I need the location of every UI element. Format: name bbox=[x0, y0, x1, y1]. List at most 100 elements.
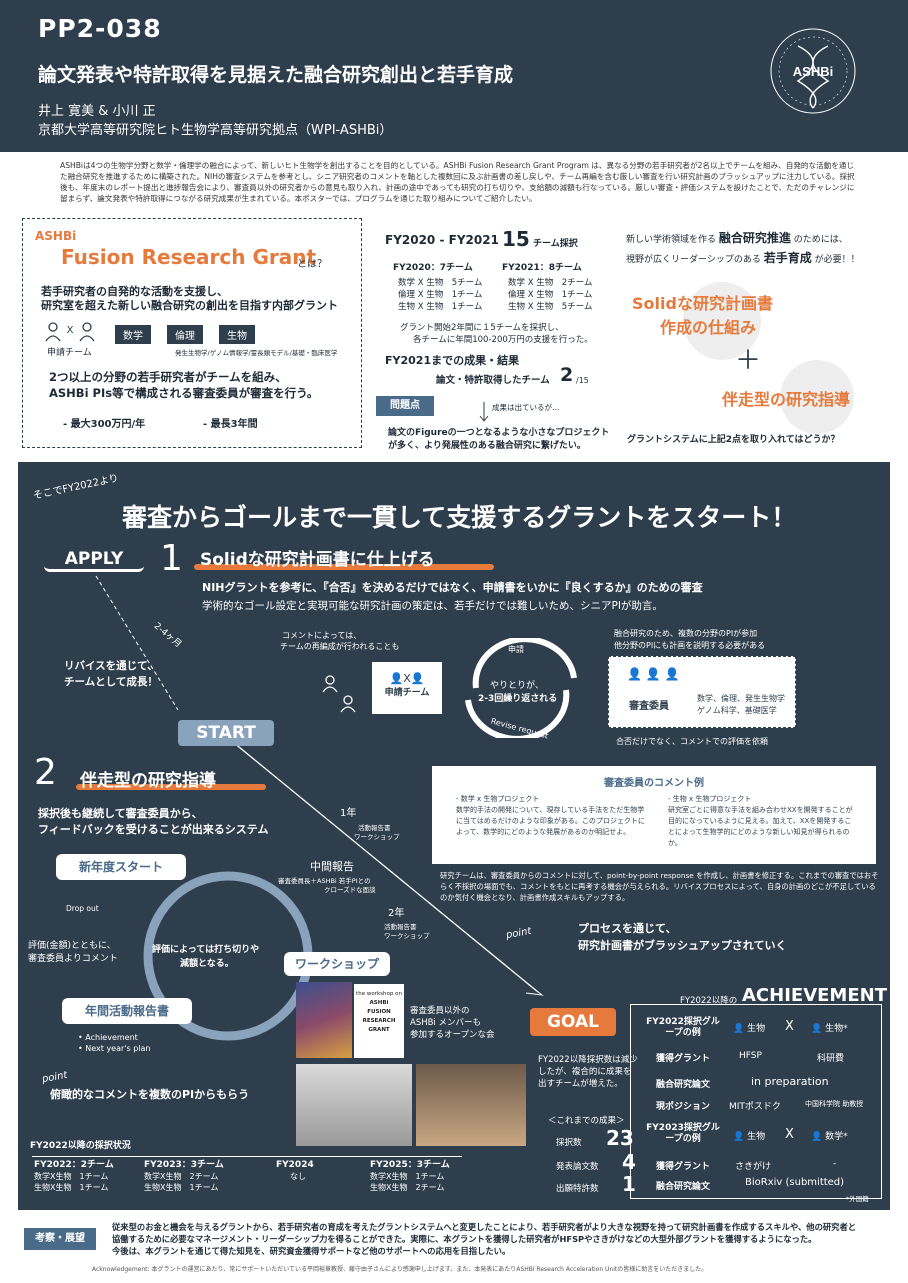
fy2021-list: 数学 X 生物 2チーム倫理 X 生物 1チーム生物 X 生物 5チーム bbox=[508, 278, 593, 312]
what-desc1: 若手研究者の自発的な活動を支援し、 bbox=[41, 285, 228, 298]
field-note: 発生生物学/ゲノム情報学/霊長類モデル/基礎・臨床医学 bbox=[175, 349, 338, 357]
fy2020-title: FY2020：7チーム bbox=[393, 263, 473, 273]
problem-sub: 成果は出ているが… bbox=[492, 403, 560, 412]
year2-note2: ワークショップ bbox=[384, 932, 430, 940]
solid-text2: 作成の仕組み bbox=[660, 318, 757, 337]
workshop-photo-2 bbox=[416, 1064, 526, 1146]
start-label: START bbox=[178, 720, 274, 746]
achv-title: ACHIEVEMENT bbox=[742, 985, 887, 1006]
affiliation: 京都大学高等研究院ヒト生物学高等研究拠点（WPI-ASHBi） bbox=[38, 123, 393, 138]
achv-title-pre: FY2022以降の bbox=[680, 996, 738, 1006]
reviewer-note2: 他分野のPIにも計画を説明する必要がある bbox=[614, 641, 766, 650]
exchange2: 2-3回繰り返される bbox=[478, 694, 558, 704]
reviewer-note1: 融合研究のため、複数の分野のPIが参加 bbox=[614, 629, 758, 638]
reorg-note1: コメントによっては、 bbox=[282, 631, 362, 640]
solid-text1: Solidな研究計画書 bbox=[632, 294, 773, 313]
year1: 1年 bbox=[340, 808, 357, 819]
field-math: 数学 bbox=[115, 325, 151, 344]
max-amount: - 最大300万円/年 bbox=[63, 419, 146, 430]
step1-title: Solidな研究計画書に仕上げる bbox=[200, 550, 435, 570]
eval-comment2: 審査委員よりコメント bbox=[28, 954, 118, 964]
discussion-text: 従来型のお金と機会を与えるグラントから、若手研究者の育成を考えたグラントシステム… bbox=[112, 1222, 857, 1256]
step2-number: 2 bbox=[34, 752, 57, 793]
fy-note2: 各チームに年間100-200万円の支援を行った。 bbox=[413, 335, 593, 345]
annual-report-pill: 年間活動報告書 bbox=[62, 998, 192, 1024]
results-title: FY2021までの成果・結果 bbox=[385, 354, 520, 367]
foreign-note: *外国籍 bbox=[846, 1195, 869, 1203]
right-line1: 新しい学術領域を作る 融合研究推進 のためには、 bbox=[626, 231, 848, 245]
apply-arrow-label: 申請 bbox=[508, 645, 524, 654]
reorg-note2: チームの再編成が行われることも bbox=[280, 642, 400, 651]
open-note1: 審査委員以外の bbox=[410, 1006, 470, 1016]
fy2023-block: FY2023：3チーム数学X生物 2チーム生物X生物 1チーム bbox=[144, 1160, 224, 1192]
what-grant: Fusion Research Grant bbox=[61, 245, 317, 269]
stats-list: 採択数 23 発表論文数 4 出願特許数 1 bbox=[556, 1126, 636, 1196]
year2-note1: 活動報告書 bbox=[384, 923, 417, 931]
step1-brush bbox=[194, 564, 494, 570]
comment-examples-box: 審査委員のコメント例 - 数学 x 生物プロジェクト数学的手法の開発について、現… bbox=[432, 766, 876, 864]
max-years: - 最長3年間 bbox=[203, 419, 258, 430]
eval-comment1: 評価(金額)とともに、 bbox=[28, 941, 116, 951]
applicant-label: 申請チーム bbox=[47, 348, 92, 358]
step1-number: 1 bbox=[160, 538, 183, 579]
year2: 2年 bbox=[388, 908, 405, 919]
new-year-start: 新年度スタート bbox=[56, 854, 186, 880]
results-label: 論文・特許取得したチーム bbox=[436, 375, 550, 386]
year1-note1: 活動報告書 bbox=[358, 824, 391, 832]
fy2020-list: 数学 X 生物 5チーム倫理 X 生物 1チーム生物 X 生物 1チーム bbox=[398, 278, 483, 312]
adoption-title: FY2022以降の採択状況 bbox=[30, 1141, 131, 1151]
down-arrow-icon bbox=[479, 402, 489, 422]
open-note3: 参加するオープンな会 bbox=[410, 1030, 495, 1040]
results-den: /15 bbox=[576, 376, 589, 385]
right-line2: 視野が広くリーダーシップのある 若手育成 が必要！！ bbox=[626, 251, 860, 265]
field-biology: 生物 bbox=[219, 325, 255, 344]
fy-range: FY2020 - FY2021 bbox=[385, 233, 499, 247]
step2-title: 伴走型の研究指導 bbox=[80, 771, 216, 791]
mentor-text: 伴走型の研究指導 bbox=[722, 390, 851, 409]
dark-headline: 審査からゴールまで一貫して支援するグラントをスタート！ bbox=[122, 503, 797, 532]
midterm-note2: クローズドな面談 bbox=[324, 886, 376, 894]
fy-count: 15 bbox=[502, 227, 530, 251]
apply-label: APPLY bbox=[44, 546, 144, 572]
authors: 井上 寛美 & 小川 正 bbox=[38, 104, 156, 119]
midterm-note1: 審査委員長＋ASHBi 若手PIとの bbox=[278, 877, 371, 885]
dropout: Drop out bbox=[66, 904, 99, 913]
workshop-pill: ワークショップ bbox=[284, 952, 390, 976]
step1-desc-a: NIHグラントを参考に、『合否』を決めるだけではなく、申請書をいかに『良くするか… bbox=[202, 581, 703, 594]
stats-title: ＜これまでの成果＞ bbox=[548, 1116, 625, 1126]
mentor-circle bbox=[780, 360, 854, 434]
problem2: が多く、より発展性のある融合研究に繋げたい。 bbox=[388, 441, 586, 451]
plus-sign: ＋ bbox=[735, 346, 762, 376]
goal-label: GOAL bbox=[530, 1008, 616, 1036]
step2-desc-a: 採択後も継続して審査委員から、 bbox=[38, 807, 203, 820]
step2-desc-b: フィードバックを受けることが出来るシステム bbox=[38, 823, 269, 836]
revise-text1: リバイスを通じて、 bbox=[64, 660, 158, 672]
team-desc2: ASHBi PIs等で構成される審査委員が審査を行う。 bbox=[49, 386, 319, 400]
adoption-divider bbox=[32, 1156, 462, 1157]
ashbi-logo: ASHBi bbox=[770, 28, 856, 114]
what-toha: とは？ bbox=[297, 259, 327, 270]
fy2021-title: FY2021：8チーム bbox=[502, 263, 582, 273]
revise-text2: チームとして成長！ bbox=[64, 676, 158, 688]
poster-id: PP2-038 bbox=[38, 14, 162, 43]
open-note2: ASHBi メンバーも bbox=[410, 1018, 481, 1028]
poster-title: 論文発表や特許取得を見据えた融合研究創出と若手育成 bbox=[38, 64, 514, 86]
report-items: • Achievement• Next year's plan bbox=[78, 1033, 151, 1053]
poster-header: PP2-038 論文発表や特許取得を見据えた融合研究創出と若手育成 井上 寛美 … bbox=[0, 0, 908, 152]
main-dark-panel: そこでFY2022より 審査からゴールまで一貫して支援するグラントをスタート！ … bbox=[18, 462, 890, 1210]
point1b: 研究計画書がブラッシュアップされていく bbox=[578, 939, 787, 952]
step1-desc-b: 学術的なゴール設定と実現可能な研究計画の策定は、若手だけでは難しいため、シニアP… bbox=[202, 600, 663, 612]
what-desc2: 研究室を超えた新しい融合研究の創出を目指す内部グラント bbox=[41, 299, 338, 312]
field-ethics: 倫理 bbox=[167, 325, 203, 344]
diagonal-line bbox=[95, 575, 544, 996]
intro-text: ASHBiは4つの生物学分野と数学・倫理学の融合によって、新しいヒト生物学を創出… bbox=[60, 161, 855, 203]
team-desc1: 2つ以上の分野の若手研究者がチームを組み、 bbox=[49, 370, 287, 384]
applicant-box: 👤X👤 申請チーム bbox=[372, 662, 442, 714]
workshop-photo-art bbox=[296, 982, 352, 1058]
discussion-tag: 考察・展望 bbox=[24, 1228, 96, 1250]
midterm: 中間報告 bbox=[310, 860, 354, 873]
exchange1: やりとりが、 bbox=[490, 681, 544, 691]
point2: 俯瞰的なコメントを複数のPIからもらう bbox=[50, 1088, 250, 1101]
cut-note1: 評価によっては打ち切りや bbox=[152, 945, 260, 955]
